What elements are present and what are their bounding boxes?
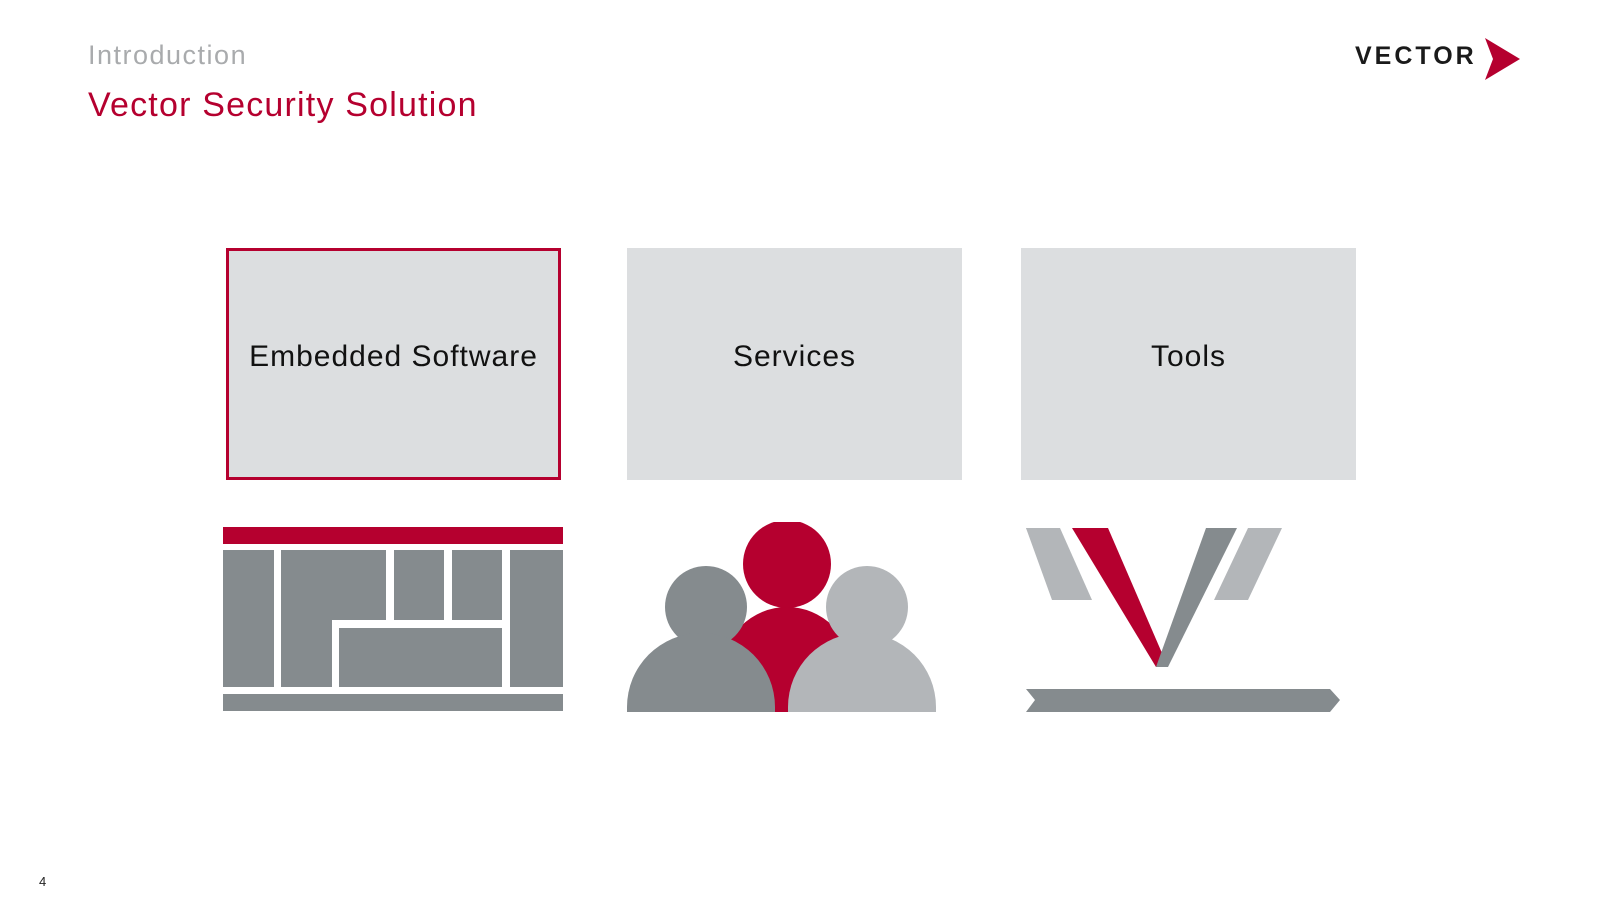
card-label-embedded-software: Embedded Software (249, 340, 538, 373)
slide-title: Vector Security Solution (88, 86, 478, 124)
card-label-services: Services (732, 340, 857, 373)
page-number: 4 (39, 874, 47, 889)
card-label-tools: Tools (1150, 340, 1227, 373)
logo-chevron-icon (1485, 38, 1520, 80)
card-tools[interactable]: Tools (1021, 248, 1356, 480)
card-services[interactable]: Services (627, 248, 962, 480)
card-embedded-software[interactable]: Embedded Software (226, 248, 561, 480)
vector-tools-icon (1026, 528, 1340, 712)
section-label: Introduction (88, 40, 248, 70)
software-architecture-icon (223, 527, 563, 711)
logo-text: VECTOR (1355, 42, 1477, 70)
people-group-icon (627, 522, 936, 712)
vector-logo: VECTOR (1355, 36, 1525, 80)
